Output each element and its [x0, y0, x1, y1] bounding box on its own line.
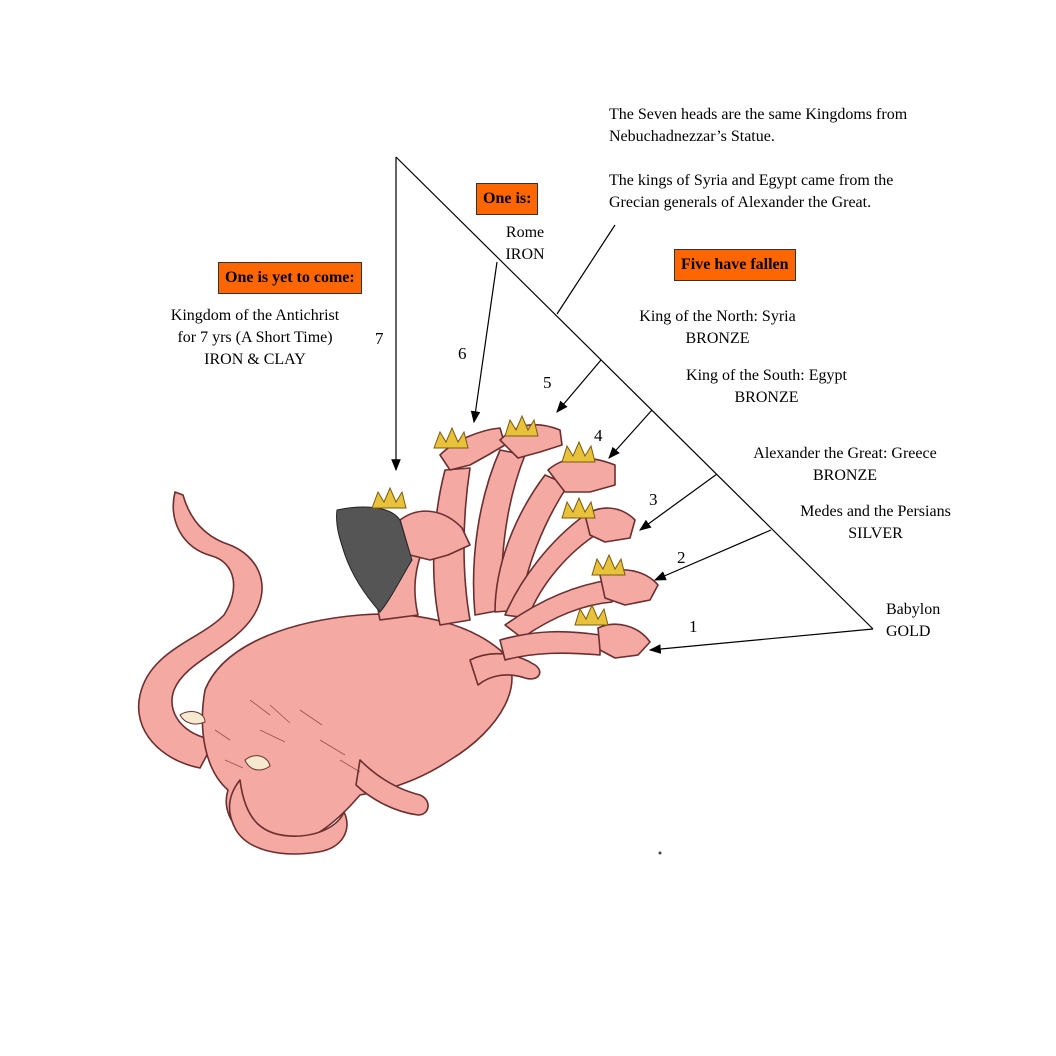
note-line-4: Grecian generals of Alexander the Great. [609, 194, 872, 211]
beast-forearm [469, 652, 541, 686]
rome-label: Rome IRON [490, 222, 560, 266]
beast-front-leg [355, 759, 429, 816]
arrow-head-1 [648, 628, 874, 654]
head-number-2: 2 [677, 548, 686, 567]
head-number-3: 3 [649, 490, 658, 509]
crown-5 [504, 414, 539, 437]
rome-metal: IRON [505, 246, 545, 263]
note-line-2: Nebuchadnezzar’s Statue. [609, 128, 775, 145]
arrow-head-5 [556, 359, 602, 413]
kingdom-label-persia: Medes and the Persians SILVER [800, 503, 951, 542]
antichrist-line-1: Kingdom of the Antichrist [170, 307, 340, 324]
kingdom-label-babylon: Babylon GOLD [886, 601, 941, 640]
explanatory-note: The Seven heads are the same Kingdoms fr… [609, 104, 907, 214]
crown-3 [561, 496, 596, 519]
head-7 [399, 510, 471, 561]
beast-mane [336, 506, 413, 613]
antichrist-label: Kingdom of the Antichrist for 7 yrs (A S… [150, 305, 360, 371]
note-line-3: The kings of Syria and Egypt came from t… [609, 172, 894, 189]
arrow-head-6 [470, 261, 498, 424]
beast-body [201, 613, 513, 847]
note-line-1: The Seven heads are the same Kingdoms fr… [609, 106, 908, 123]
crown-4 [561, 440, 596, 463]
rome-name: Rome [505, 224, 545, 241]
yet-to-come-box: One is yet to come: [218, 262, 362, 294]
timeline-diagonal [395, 156, 874, 630]
head-number-1: 1 [689, 617, 698, 636]
head-number-6: 6 [458, 344, 467, 363]
arrow-head-4 [608, 409, 653, 459]
beast-rear-leg [228, 779, 348, 855]
antichrist-line-3: IRON & CLAY [204, 351, 306, 368]
arrow-head-2 [653, 529, 772, 581]
kingdom-label-egypt: King of the South: Egypt BRONZE [686, 367, 847, 406]
head-number-4: 4 [594, 426, 603, 445]
kingdom-label-syria: King of the North: Syria BRONZE [639, 308, 796, 347]
crown-1 [574, 603, 609, 626]
head-number-7: 7 [375, 329, 384, 348]
note-pointer [556, 224, 616, 315]
arrow-head-3 [639, 473, 718, 531]
beast-tail [137, 491, 263, 769]
five-have-fallen-box: Five have fallen [674, 249, 796, 281]
one-is-box: One is: [476, 183, 539, 215]
antichrist-line-2: for 7 yrs (A Short Time) [177, 329, 333, 346]
kingdom-label-greece: Alexander the Great: Greece BRONZE [753, 445, 937, 484]
crown-2 [591, 553, 626, 576]
head-number-5: 5 [543, 373, 552, 392]
crown-7 [371, 486, 407, 509]
crown-6 [433, 426, 469, 449]
head-1 [597, 623, 651, 659]
